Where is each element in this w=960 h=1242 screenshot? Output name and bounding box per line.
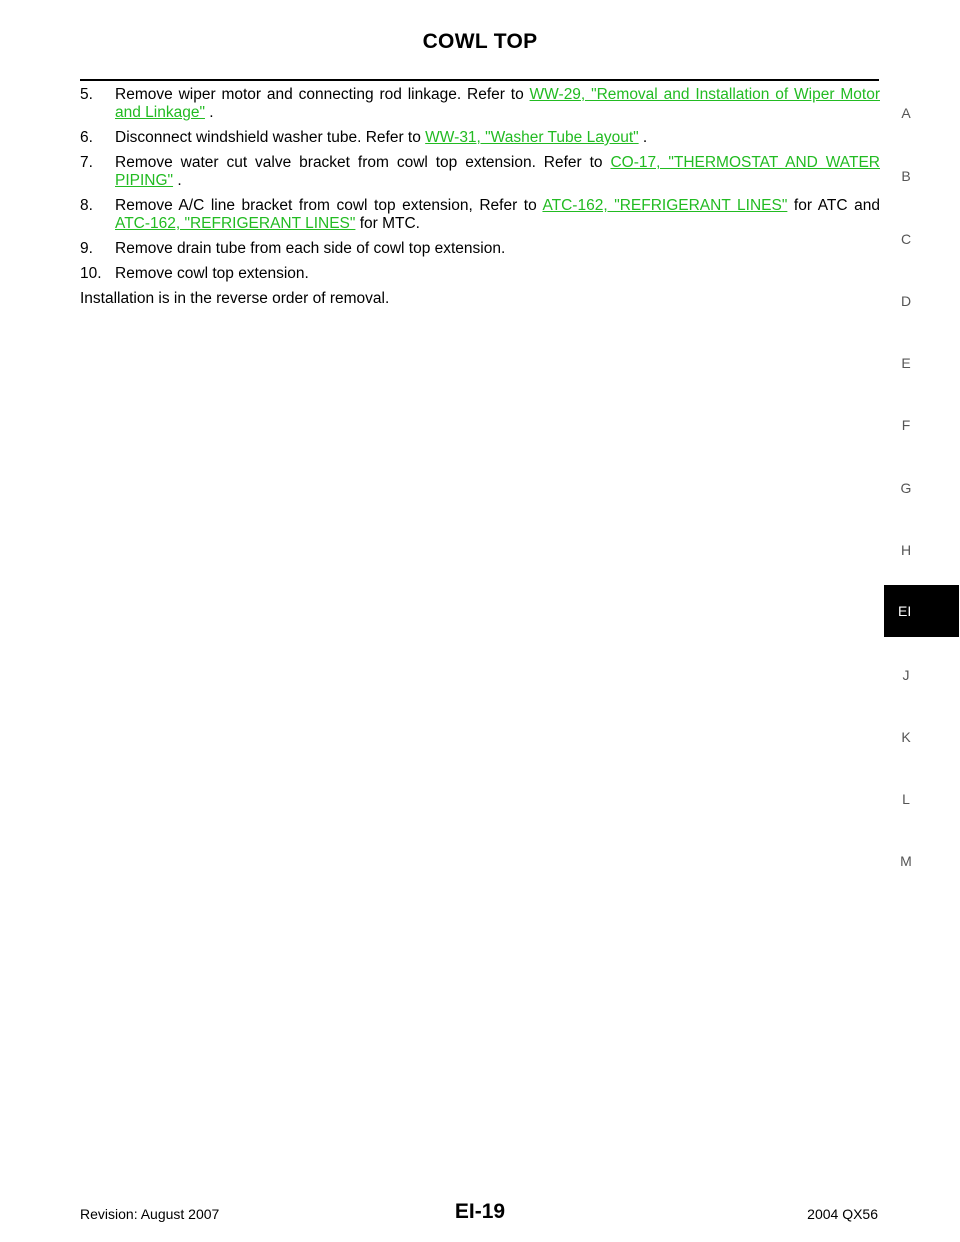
step-text-end: . [173, 172, 182, 189]
step-text-end: for MTC. [355, 215, 420, 232]
step-number: 7. [80, 154, 93, 171]
link-ww-31[interactable]: WW-31, "Washer Tube Layout" [425, 129, 639, 146]
tab-h[interactable]: H [900, 542, 912, 558]
step-number: 5. [80, 86, 93, 103]
tab-a[interactable]: A [901, 105, 911, 121]
header-rule [80, 79, 879, 81]
step-6: 6. Disconnect windshield washer tube. Re… [80, 129, 880, 147]
step-number: 9. [80, 240, 93, 257]
step-8: 8. Remove A/C line bracket from cowl top… [80, 197, 880, 233]
step-7: 7. Remove water cut valve bracket from c… [80, 154, 880, 190]
step-text: Remove wiper motor and connecting rod li… [115, 86, 530, 103]
step-text-end: . [638, 129, 648, 146]
footer-model: 2004 QX56 [807, 1206, 878, 1222]
tab-f[interactable]: F [901, 417, 911, 433]
page-title: COWL TOP [422, 30, 538, 53]
procedure-steps: 5. Remove wiper motor and connecting rod… [80, 86, 880, 308]
closing-note: Installation is in the reverse order of … [80, 290, 390, 307]
tab-j[interactable]: J [902, 667, 910, 683]
step-text: Remove drain tube from each side of cowl… [115, 240, 506, 257]
step-5: 5. Remove wiper motor and connecting rod… [80, 86, 880, 122]
step-text: Remove cowl top extension. [115, 265, 309, 282]
tab-c[interactable]: C [900, 231, 912, 247]
tab-g[interactable]: G [900, 480, 912, 496]
tab-ei-active[interactable]: EI [884, 585, 959, 637]
step-9: 9. Remove drain tube from each side of c… [80, 240, 880, 258]
tab-d[interactable]: D [900, 293, 912, 309]
link-atc-162-mtc[interactable]: ATC-162, "REFRIGERANT LINES" [115, 215, 356, 232]
step-number: 6. [80, 129, 93, 146]
step-10: 10. Remove cowl top extension. [80, 265, 880, 283]
step-number: 10. [80, 265, 102, 282]
footer-revision: Revision: August 2007 [80, 1206, 220, 1222]
step-text: Disconnect windshield washer tube. Refer… [115, 129, 426, 146]
link-atc-162-atc[interactable]: ATC-162, "REFRIGERANT LINES" [542, 197, 788, 214]
tab-k[interactable]: K [901, 729, 911, 745]
step-number: 8. [80, 197, 93, 214]
step-text: Remove water cut valve bracket from cowl… [115, 154, 611, 171]
step-text-mid: for ATC and [787, 197, 880, 214]
step-text-end: . [204, 104, 214, 121]
link-ww-29[interactable]: WW-29, "Removal and Installation of Wipe… [115, 86, 880, 121]
tab-e[interactable]: E [901, 355, 911, 371]
tab-b[interactable]: B [901, 168, 911, 184]
step-text: Remove A/C line bracket from cowl top ex… [115, 197, 543, 214]
tab-l[interactable]: L [902, 791, 910, 807]
footer-page-number: EI-19 [454, 1200, 506, 1223]
tab-m[interactable]: M [900, 853, 912, 869]
link-co-17[interactable]: CO-17, "THERMOSTAT AND WATER PIPING" [115, 154, 880, 189]
